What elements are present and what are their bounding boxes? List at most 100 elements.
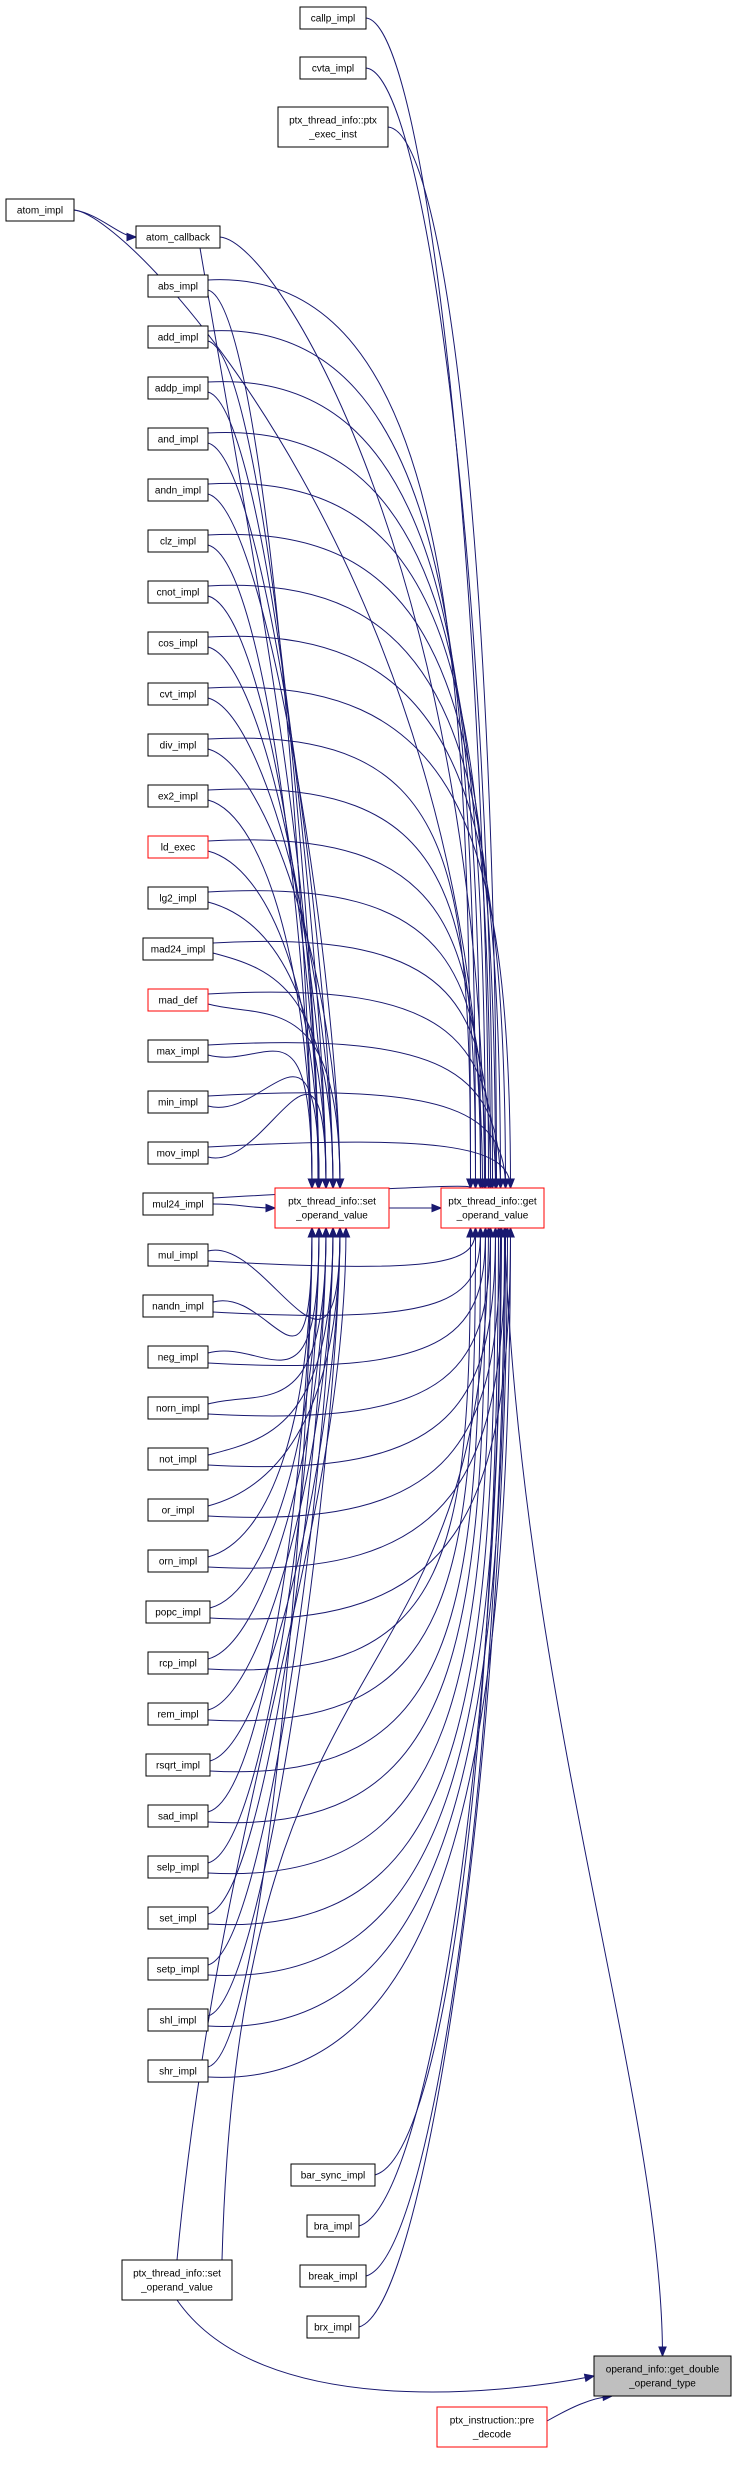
- node-lg2-impl[interactable]: lg2_impl: [147, 886, 209, 910]
- node-cvt-impl[interactable]: cvt_impl: [147, 682, 209, 706]
- edge-or-impl-to-set-operand-value: [207, 1227, 341, 1507]
- edge-max-impl-to-set-operand-value-arrowhead: [307, 1178, 317, 1190]
- node-setp-impl[interactable]: setp_impl: [147, 1957, 209, 1981]
- edge-abs-impl-to-get-operand-value: [207, 279, 471, 1189]
- node-box: [147, 1039, 209, 1063]
- node-not-impl[interactable]: not_impl: [147, 1447, 209, 1471]
- node-atom-impl[interactable]: atom_impl: [5, 198, 75, 222]
- node-rem-impl[interactable]: rem_impl: [147, 1702, 209, 1726]
- node-box: [121, 2259, 233, 2301]
- node-label: rem_impl: [157, 1710, 198, 1721]
- edge-rcp-impl-to-get-operand-value: [207, 1227, 471, 1671]
- node-box: [147, 1345, 209, 1369]
- node-atom-callback[interactable]: atom_callback: [135, 225, 221, 249]
- node-clz-impl[interactable]: clz_impl: [147, 529, 209, 553]
- edge-set-impl-to-set-operand-value-arrowhead: [321, 1226, 331, 1238]
- node-label: div_impl: [160, 741, 197, 752]
- node-mul24-impl[interactable]: mul24_impl: [142, 1192, 214, 1216]
- edge-neg-impl-to-get-operand-value: [207, 1227, 486, 1366]
- node-div-impl[interactable]: div_impl: [147, 733, 209, 757]
- node-add-impl[interactable]: add_impl: [147, 325, 209, 349]
- edge-set-operand-caller-to-get-operand-value: [221, 1227, 489, 2261]
- edge-not-impl-to-get-operand-value: [207, 1227, 496, 1468]
- node-bar-sync-impl[interactable]: bar_sync_impl: [290, 2163, 376, 2187]
- node-label: mul24_impl: [152, 1200, 203, 1211]
- node-label: rcp_impl: [159, 1659, 197, 1670]
- node-label: bar_sync_impl: [301, 2171, 365, 2182]
- node-callp-impl[interactable]: callp_impl: [299, 6, 367, 30]
- node-ex2-impl[interactable]: ex2_impl: [147, 784, 209, 808]
- node-label: mul_impl: [158, 1251, 198, 1262]
- edge-neg-impl-to-set-operand-value: [207, 1227, 320, 1361]
- node-box: [299, 56, 367, 80]
- node-box: [147, 1243, 209, 1267]
- edges: [73, 17, 667, 2422]
- node-min-impl[interactable]: min_impl: [147, 1090, 209, 1114]
- node-box: [147, 325, 209, 349]
- node-box: [147, 1549, 209, 1573]
- node-cnot-impl[interactable]: cnot_impl: [147, 580, 209, 604]
- node-rsqrt-impl[interactable]: rsqrt_impl: [145, 1753, 211, 1777]
- node-label: ex2_impl: [158, 792, 198, 803]
- node-mov-impl[interactable]: mov_impl: [147, 1141, 209, 1165]
- node-box: [299, 6, 367, 30]
- node-shr-impl[interactable]: shr_impl: [147, 2059, 209, 2083]
- node-box: [147, 1141, 209, 1165]
- node-and-impl[interactable]: and_impl: [147, 427, 209, 451]
- node-break-impl[interactable]: break_impl: [299, 2264, 367, 2288]
- node-cvta-impl[interactable]: cvta_impl: [299, 56, 367, 80]
- node-label: brx_impl: [314, 2323, 352, 2334]
- node-rcp-impl[interactable]: rcp_impl: [147, 1651, 209, 1675]
- node-sad-impl[interactable]: sad_impl: [147, 1804, 209, 1828]
- node-set-operand-value-caller[interactable]: ptx_thread_info::set_operand_value: [121, 2259, 233, 2301]
- edge-shr-impl-to-set-operand-value-arrowhead: [307, 1226, 317, 1238]
- node-label: selp_impl: [157, 1863, 199, 1874]
- node-label: _exec_inst: [308, 130, 357, 141]
- edge-mov-impl-to-get-operand-value: [207, 1141, 511, 1189]
- edge-norn-impl-to-set-operand-value: [207, 1227, 327, 1405]
- edge-min-impl-to-get-operand-value: [207, 1092, 506, 1189]
- node-cos-impl[interactable]: cos_impl: [147, 631, 209, 655]
- node-shl-impl[interactable]: shl_impl: [147, 2008, 209, 2032]
- node-bra-impl[interactable]: bra_impl: [306, 2214, 360, 2238]
- node-neg-impl[interactable]: neg_impl: [147, 1345, 209, 1369]
- node-box: [147, 835, 209, 859]
- node-brx-impl[interactable]: brx_impl: [306, 2315, 360, 2339]
- node-andn-impl[interactable]: andn_impl: [147, 478, 209, 502]
- node-label: clz_impl: [160, 537, 196, 548]
- node-mul-impl[interactable]: mul_impl: [147, 1243, 209, 1267]
- node-label: ptx_thread_info::set: [288, 1197, 376, 1208]
- edge-set-impl-to-get-operand-value: [207, 1227, 496, 1926]
- node-selp-impl[interactable]: selp_impl: [147, 1855, 209, 1879]
- node-popc-impl[interactable]: popc_impl: [145, 1600, 211, 1624]
- node-set-impl[interactable]: set_impl: [147, 1906, 209, 1930]
- node-nandn-impl[interactable]: nandn_impl: [142, 1294, 214, 1318]
- node-get-operand-value[interactable]: ptx_thread_info::get_operand_value: [440, 1187, 545, 1229]
- edge-shr-impl-to-get-operand-value: [207, 1227, 511, 2078]
- edge-set-operand-caller-to-target-arrowhead: [583, 2373, 596, 2383]
- node-label: mov_impl: [157, 1149, 200, 1160]
- edge-set-operand-value-to-get-operand-value-arrowhead: [431, 1203, 443, 1213]
- node-label: shl_impl: [160, 2016, 197, 2027]
- node-box: [277, 106, 389, 148]
- node-set-operand-value[interactable]: ptx_thread_info::set_operand_value: [274, 1187, 390, 1229]
- node-or-impl[interactable]: or_impl: [147, 1498, 209, 1522]
- node-pre-decode[interactable]: ptx_instruction::pre_decode: [436, 2406, 548, 2448]
- node-orn-impl[interactable]: orn_impl: [147, 1549, 209, 1573]
- node-addp-impl[interactable]: addp_impl: [147, 376, 209, 400]
- node-box: [147, 427, 209, 451]
- edge-add-impl-to-set-operand-value: [207, 340, 320, 1189]
- node-ld-exec[interactable]: ld_exec: [147, 835, 209, 859]
- node-mad24-impl[interactable]: mad24_impl: [142, 937, 214, 961]
- node-label: not_impl: [159, 1455, 197, 1466]
- node-mad-def[interactable]: mad_def: [147, 988, 209, 1012]
- node-max-impl[interactable]: max_impl: [147, 1039, 209, 1063]
- node-abs-impl[interactable]: abs_impl: [147, 274, 209, 298]
- node-get-double-operand-type[interactable]: operand_info::get_double_operand_type: [593, 2355, 732, 2397]
- node-norn-impl[interactable]: norn_impl: [147, 1396, 209, 1420]
- edge-clz-impl-to-get-operand-value: [207, 533, 496, 1189]
- edge-addp-impl-to-get-operand-value: [207, 381, 481, 1189]
- edge-max-impl-to-get-operand-value: [207, 1042, 501, 1189]
- node-ptx-exec-inst[interactable]: ptx_thread_info::ptx_exec_inst: [277, 106, 389, 148]
- node-label: mad_def: [159, 996, 198, 1007]
